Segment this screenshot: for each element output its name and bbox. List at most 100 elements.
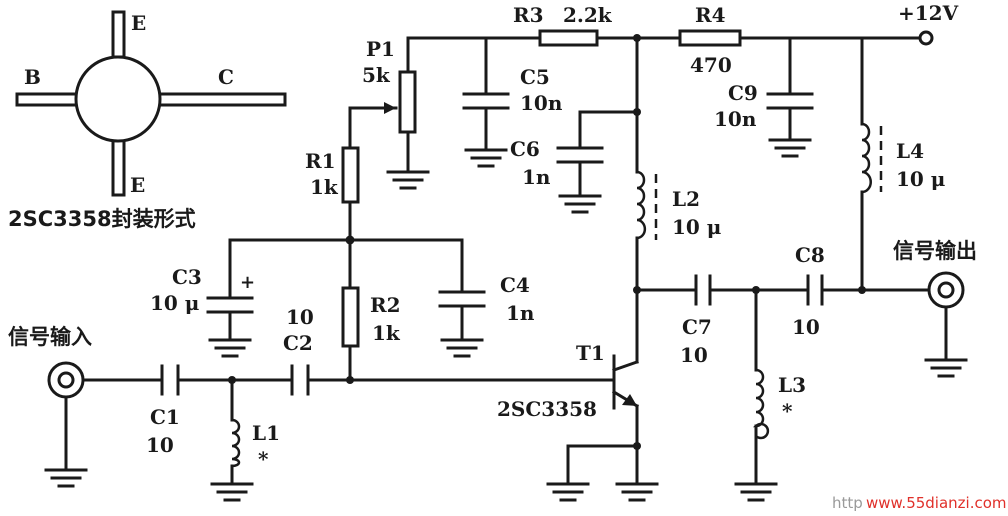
output-jack: 信号输出 — [893, 239, 977, 309]
wiper-arrow-icon — [384, 102, 396, 114]
c6-ref: C6 — [510, 137, 540, 161]
c7-value: 10 — [680, 343, 708, 367]
c2-ref: C2 — [283, 331, 313, 355]
supply-label: +12V — [898, 1, 959, 25]
junction-dot — [633, 108, 641, 116]
output-label: 信号输出 — [893, 239, 977, 263]
wires — [64, 36, 948, 486]
r1-value: 1k — [310, 175, 339, 199]
l2-ref: L2 — [672, 187, 700, 211]
inductor-l2: L2 10 μ — [636, 170, 721, 240]
pin-e-top-label: E — [131, 11, 146, 35]
c4-ref: C4 — [500, 273, 530, 297]
ground-icon — [734, 482, 778, 502]
c3-polarity: + — [240, 272, 255, 293]
l1-mark: * — [258, 447, 269, 471]
r2-ref: R2 — [370, 293, 401, 317]
junction-dot — [228, 376, 236, 384]
capacitor-c9: C9 10n — [714, 81, 814, 131]
resistor-r1: R1 1k — [305, 146, 360, 204]
inductor-l1: L1 * — [231, 418, 280, 471]
junction-dot — [633, 442, 641, 450]
l4-value: 10 μ — [896, 167, 945, 191]
l4-ref: L4 — [896, 139, 924, 163]
ground-icon — [44, 468, 88, 488]
c8-value: 10 — [792, 315, 820, 339]
ground-icon — [464, 148, 508, 168]
c1-ref: C1 — [150, 405, 180, 429]
resistor-r2: R2 1k — [341, 286, 401, 348]
capacitor-c5: C5 10n — [462, 65, 563, 115]
c2-value: 10 — [286, 305, 314, 329]
junctions — [228, 34, 866, 450]
ground-icon — [440, 338, 484, 358]
c5-ref: C5 — [520, 65, 550, 89]
r2-value: 1k — [372, 321, 401, 345]
ground-icon — [386, 170, 430, 190]
c5-value: 10n — [520, 91, 563, 115]
c3-ref: C3 — [172, 265, 202, 289]
c9-ref: C9 — [728, 81, 758, 105]
l3-ref: L3 — [778, 373, 806, 397]
c9-value: 10n — [714, 107, 757, 131]
t1-ref: T1 — [576, 341, 605, 365]
junction-dot — [346, 376, 354, 384]
p1-value: 5k — [362, 63, 391, 87]
ground-icon — [208, 338, 252, 358]
package-body — [74, 55, 162, 143]
pin-c-lead — [148, 92, 287, 107]
pin-e-bottom-lead — [111, 138, 126, 197]
package-drawing: B C E E 2SC3358封装形式 — [8, 10, 287, 231]
junction-dot — [345, 235, 355, 245]
transistor-t1: T1 2SC3358 — [497, 341, 640, 421]
junction-dot — [752, 286, 760, 294]
l1-ref: L1 — [252, 421, 280, 445]
potentiometer-p1: P1 5k — [362, 37, 417, 134]
c7-ref: C7 — [682, 315, 712, 339]
inductor-l4: L4 10 μ — [861, 122, 945, 194]
r4-ref: R4 — [695, 3, 726, 27]
r1-ref: R1 — [305, 149, 336, 173]
capacitor-c8: C8 10 — [792, 243, 825, 339]
junction-dot — [633, 286, 641, 294]
resistor-r3: R3 2.2k — [513, 3, 613, 47]
pin-e-bottom-label: E — [130, 173, 145, 197]
c6-value: 1n — [522, 165, 551, 189]
junction-dot — [633, 34, 641, 42]
capacitor-c2: 10 C2 — [283, 305, 314, 396]
junction-dot — [858, 286, 866, 294]
capacitor-c1: C1 10 — [146, 364, 180, 457]
capacitor-c4: C4 1n — [438, 273, 535, 342]
capacitor-c3: + C3 10 μ — [150, 265, 255, 342]
ground-icon — [768, 138, 812, 158]
c8-ref: C8 — [795, 243, 825, 267]
l2-value: 10 μ — [672, 215, 721, 239]
ground-icon — [558, 194, 602, 214]
ground-icon — [210, 482, 254, 502]
watermark-prefix: http — [832, 494, 863, 512]
t1-part: 2SC3358 — [497, 397, 597, 421]
r3-ref: R3 — [513, 3, 544, 27]
watermark: http www.55dianzi.com — [832, 494, 1007, 512]
grounds — [44, 138, 968, 502]
capacitor-c6: C6 1n — [510, 137, 604, 189]
r3-value: 2.2k — [563, 3, 613, 27]
package-caption: 2SC3358封装形式 — [8, 207, 196, 231]
emitter-arrow-icon — [622, 394, 637, 406]
p1-ref: P1 — [366, 37, 395, 61]
pin-b-label: B — [24, 65, 41, 89]
watermark-site: www.55dianzi.com — [866, 494, 1007, 512]
c3-value: 10 μ — [150, 291, 199, 315]
input-label: 信号输入 — [8, 325, 92, 349]
ground-icon — [615, 482, 659, 502]
inductor-l3: L3 * — [752, 368, 806, 440]
c4-value: 1n — [506, 301, 535, 325]
l3-mark: * — [782, 399, 793, 423]
input-jack: 信号输入 — [8, 325, 92, 399]
c1-value: 10 — [146, 433, 174, 457]
capacitor-c7: C7 10 — [680, 274, 712, 367]
pin-c-label: C — [218, 65, 234, 89]
ground-icon — [924, 358, 968, 378]
r4-value: 470 — [690, 53, 732, 77]
